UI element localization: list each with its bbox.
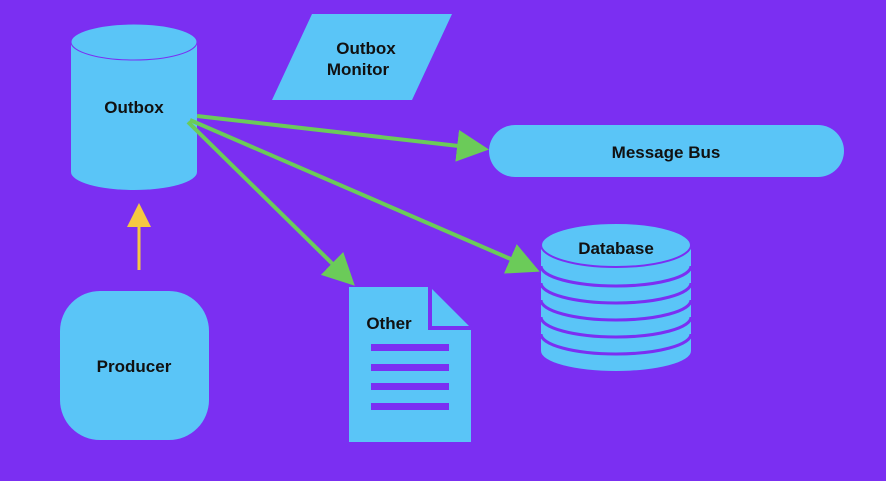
outbox-monitor-label-line1: Outbox	[336, 39, 396, 58]
edge-outbox-to-other[interactable]	[186, 120, 355, 286]
message-bus-node[interactable]: Message Bus	[489, 125, 844, 177]
other-text-line-3	[371, 383, 449, 390]
outbox-node[interactable]: Outbox	[70, 23, 198, 190]
database-top	[540, 222, 692, 268]
edge-outbox-to-database[interactable]	[189, 118, 540, 274]
message-bus-shape	[489, 125, 844, 177]
database-disk-line-2	[539, 282, 693, 305]
producer-node[interactable]: Producer	[60, 291, 209, 440]
database-disk-line-3	[539, 299, 693, 322]
database-label: Database	[578, 239, 654, 258]
other-text-line-1	[371, 344, 449, 351]
outbox-monitor-label-line2: Monitor	[327, 60, 390, 79]
other-document-fold	[428, 287, 471, 330]
other-node[interactable]: Other	[349, 287, 471, 442]
outbox-monitor-node[interactable]: Outbox Monitor	[272, 14, 452, 100]
other-text-line-4	[371, 403, 449, 410]
message-bus-label: Message Bus	[612, 143, 721, 162]
database-bottom	[541, 331, 691, 371]
producer-shape	[60, 291, 209, 440]
outbox-monitor-shape	[272, 14, 452, 100]
producer-label: Producer	[97, 357, 172, 376]
other-label: Other	[366, 314, 412, 333]
edge-outbox-to-message-bus[interactable]	[196, 114, 489, 162]
database-node[interactable]: Database	[539, 222, 693, 371]
database-disk-line-5	[539, 333, 693, 356]
other-text-line-2	[371, 364, 449, 371]
database-disk-line-1	[539, 265, 693, 288]
outbox-cylinder-top	[70, 23, 198, 61]
outbox-label: Outbox	[104, 98, 164, 117]
outbox-cylinder-body	[71, 42, 197, 190]
database-disk-line-4	[539, 316, 693, 339]
